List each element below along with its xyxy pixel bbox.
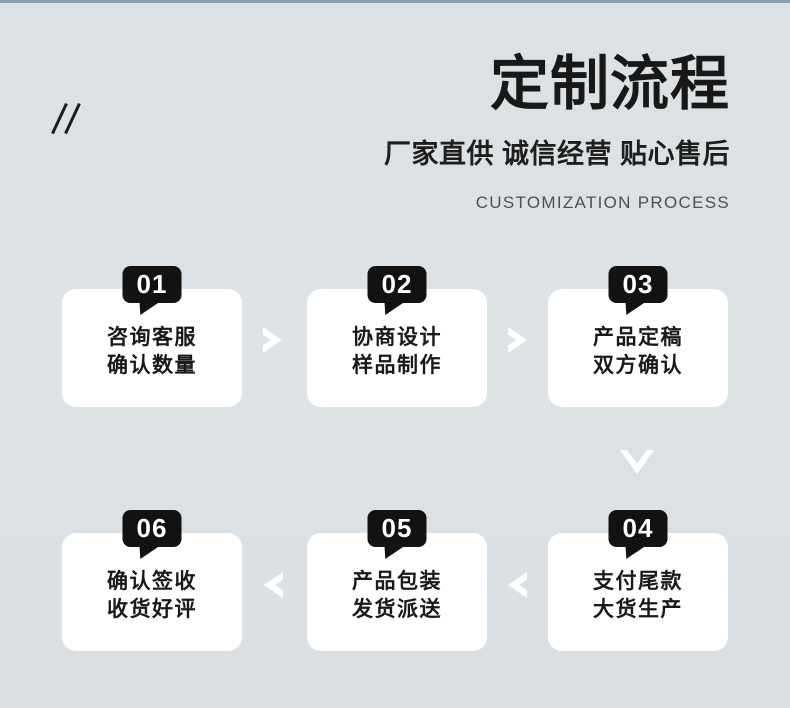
- step-description: 确认签收 收货好评: [62, 568, 242, 623]
- chevron-down-icon: [620, 450, 654, 474]
- step-number: 01: [136, 269, 168, 299]
- step-card-02: 02 协商设计 样品制作: [307, 266, 487, 407]
- step-line: 收货好评: [107, 597, 197, 621]
- step-line: 发货派送: [352, 597, 442, 621]
- chevron-right-icon: [508, 327, 527, 353]
- step-number-badge: 06: [122, 510, 182, 559]
- top-accent-bar: [0, 0, 790, 3]
- step-line: 支付尾款: [593, 570, 683, 593]
- step-line: 产品定稿: [593, 326, 683, 349]
- page-subtitle: 厂家直供 诚信经营 贴心售后: [383, 138, 730, 169]
- chevron-left-icon: [264, 572, 283, 598]
- step-number-badge: 04: [608, 510, 668, 559]
- step-line: 确认数量: [107, 353, 197, 377]
- page-title: 定制流程: [489, 51, 730, 117]
- step-card-05: 05 产品包装 发货派送: [307, 510, 487, 651]
- badge-tail: [384, 546, 405, 559]
- step-line: 协商设计: [352, 326, 442, 349]
- step-number-badge: 01: [122, 266, 182, 315]
- step-card-06: 06 确认签收 收货好评: [62, 510, 242, 651]
- step-number: 06: [136, 513, 168, 543]
- step-description: 支付尾款 大货生产: [548, 568, 728, 623]
- double-slash-decoration: [51, 102, 82, 138]
- badge-tail: [625, 302, 646, 315]
- step-number: 05: [381, 513, 413, 543]
- slash-icon: [64, 103, 81, 134]
- step-number-badge: 05: [367, 510, 427, 559]
- step-number-badge: 03: [608, 266, 668, 315]
- step-description: 产品包装 发货派送: [307, 568, 487, 623]
- step-line: 样品制作: [352, 353, 442, 377]
- badge-tail: [139, 546, 160, 559]
- step-line: 双方确认: [593, 353, 683, 377]
- chevron-right-icon: [263, 327, 282, 353]
- step-card-03: 03 产品定稿 双方确认: [548, 266, 728, 407]
- badge-tail: [625, 546, 646, 559]
- step-number: 04: [622, 513, 654, 543]
- step-number: 02: [381, 269, 413, 299]
- step-description: 协商设计 样品制作: [307, 324, 487, 379]
- chevron-left-icon: [508, 572, 527, 598]
- step-description: 咨询客服 确认数量: [62, 324, 242, 379]
- step-line: 确认签收: [107, 570, 197, 593]
- step-number-badge: 02: [367, 266, 427, 315]
- step-line: 咨询客服: [107, 326, 197, 349]
- step-card-04: 04 支付尾款 大货生产: [548, 510, 728, 651]
- badge-tail: [139, 302, 160, 315]
- header: 定制流程 厂家直供 诚信经营 贴心售后 CUSTOMIZATION PROCES…: [383, 51, 730, 213]
- badge-tail: [384, 302, 405, 315]
- step-card-01: 01 咨询客服 确认数量: [62, 266, 242, 407]
- step-line: 大货生产: [593, 597, 683, 621]
- page-subtitle-english: CUSTOMIZATION PROCESS: [475, 192, 730, 212]
- step-number: 03: [622, 269, 654, 299]
- step-description: 产品定稿 双方确认: [548, 324, 728, 379]
- step-line: 产品包装: [352, 570, 442, 593]
